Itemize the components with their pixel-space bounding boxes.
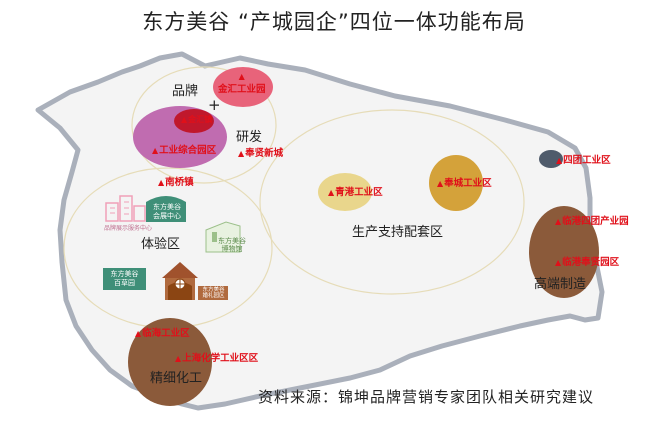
place-linhai: ▲临海工业区: [135, 325, 190, 339]
place-industrial-complex: ▲工业综合园区: [152, 142, 216, 156]
place-fengxian-newtown: ▲奉贤新城: [238, 145, 283, 159]
place-label: 上海化学工业区区: [182, 353, 259, 364]
museum-building: [205, 221, 241, 253]
place-lingang-situan: ▲临港四团产业园: [555, 213, 629, 227]
zone-label-rnd: 研发: [236, 130, 263, 145]
place-lingang-fengxian: ▲临港奉贤园区: [555, 254, 619, 268]
place-nanqiao: ▲南桥镇: [158, 174, 194, 188]
place-label: 金汇工业园: [218, 84, 266, 95]
source-note: 资料来源：锦坤品牌营销专家团队相关研究建议: [258, 388, 595, 406]
zone-label-support: 生产支持配套区: [352, 225, 444, 240]
place-label: 金汇镇: [188, 115, 213, 124]
place-label: 南桥镇: [165, 177, 194, 188]
triangle-marker-icon: ▲: [181, 115, 188, 124]
triangle-marker-icon: ▲: [175, 354, 182, 363]
triangle-marker-icon: ▲: [135, 329, 142, 338]
herb-garden-caption: 东方美谷 百草园: [110, 270, 139, 287]
place-jinhui: ▲ 金汇工业园: [218, 72, 266, 95]
place-shanghai-chem: ▲上海化学工业区区: [175, 350, 258, 364]
convention-center-caption: 东方美谷 会展中心: [153, 203, 181, 220]
place-jinhui-town: ▲金汇镇: [181, 114, 212, 125]
qinggang-area: [318, 173, 372, 211]
jinhui-area: [213, 67, 273, 107]
zone-label-manufacturing: 高端制造: [534, 277, 587, 292]
chemical-area: [128, 318, 212, 406]
zone-label-plus: +: [208, 96, 221, 114]
place-label: 临海工业区: [142, 328, 190, 339]
place-label: 奉城工业区: [444, 178, 492, 189]
triangle-marker-icon: ▲: [238, 149, 245, 158]
herb-garden-sign: [103, 268, 146, 290]
sijituan-area: [539, 150, 563, 168]
wedding-church-caption: 东方美谷 婚礼园区: [202, 287, 225, 299]
lingang-area: [529, 206, 599, 298]
page-title: 东方美谷 “产城园企”四位一体功能布局: [142, 10, 526, 34]
triangle-marker-icon: ▲: [238, 72, 245, 81]
place-label: 奉贤新城: [245, 148, 284, 159]
triangle-marker-icon: ▲: [158, 178, 165, 187]
triangle-marker-icon: ▲: [555, 258, 562, 267]
place-label: 工业综合园区: [159, 145, 217, 156]
jinhui-town-area: [174, 109, 214, 133]
triangle-marker-icon: ▲: [328, 188, 335, 197]
convention-center-building: [146, 196, 186, 222]
place-sijituan: ▲四团工业区: [556, 152, 611, 166]
zone-label-chemical: 精细化工: [150, 371, 203, 386]
place-label: 四团工业区: [563, 155, 611, 166]
place-label: 青港工业区: [335, 187, 383, 198]
triangle-marker-icon: ▲: [152, 146, 159, 155]
fengcheng-area: [429, 155, 483, 211]
museum-caption: 东方美谷 博物馆: [218, 237, 246, 253]
wedding-church-building: [162, 262, 228, 300]
triangle-marker-icon: ▲: [555, 217, 562, 226]
support-ring: [259, 109, 525, 295]
brand-rnd-ring: [131, 66, 277, 184]
exhibition-center-caption: 品牌展示服务中心: [104, 225, 153, 232]
triangle-marker-icon: ▲: [556, 156, 563, 165]
zone-label-experience: 体验区: [141, 237, 181, 252]
place-fengcheng: ▲奉城工业区: [437, 175, 492, 189]
place-label: 临港奉贤园区: [562, 257, 620, 268]
place-qinggang: ▲青港工业区: [328, 184, 383, 198]
place-label: 临港四团产业园: [562, 216, 629, 227]
exhibition-center-building: [105, 195, 146, 222]
triangle-marker-icon: ▲: [437, 179, 444, 188]
zone-label-brand: 品牌: [172, 84, 199, 99]
